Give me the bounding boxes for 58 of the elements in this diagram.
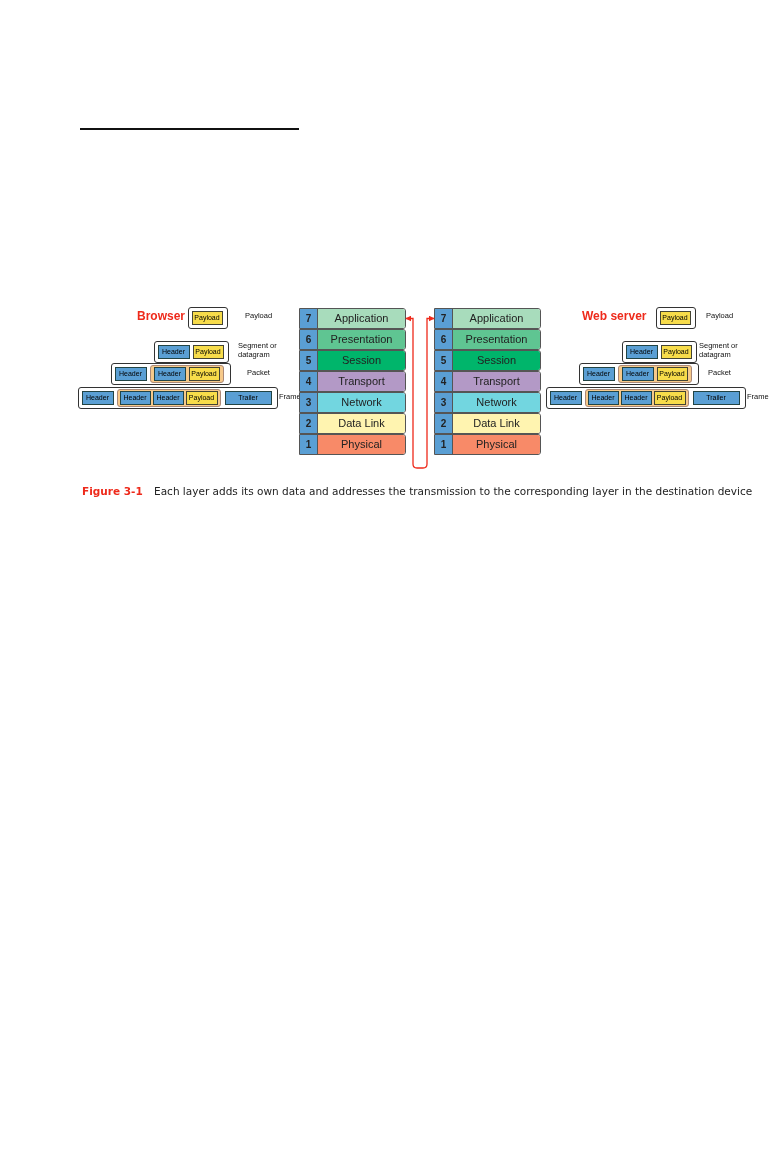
layer-number: 2 xyxy=(435,414,453,433)
encapsulated-data-box xyxy=(617,364,692,383)
device-label: Web server xyxy=(582,309,647,323)
layer-name: Data Link xyxy=(318,414,405,433)
transmission-arrow xyxy=(405,315,435,469)
osi-layer-box xyxy=(434,308,541,329)
layer-name: Application xyxy=(453,309,540,328)
layer-name: Physical xyxy=(318,435,405,454)
osi-layer-box xyxy=(299,371,406,392)
osi-layer-box xyxy=(434,434,541,455)
encapsulation-box xyxy=(656,307,696,329)
layer-number: 6 xyxy=(435,330,453,349)
encapsulation-box xyxy=(154,341,229,363)
layer-number: 6 xyxy=(300,330,318,349)
osi-layer-box xyxy=(299,434,406,455)
layer-number: 3 xyxy=(435,393,453,412)
encapsulation-box xyxy=(622,341,697,363)
layer-number: 3 xyxy=(300,393,318,412)
layer-number: 4 xyxy=(435,372,453,391)
osi-layer-box xyxy=(299,392,406,413)
layer-number: 1 xyxy=(435,435,453,454)
osi-layer-box xyxy=(299,308,406,329)
osi-layer-box xyxy=(434,413,541,434)
layer-name: Data Link xyxy=(453,414,540,433)
encapsulation-box xyxy=(78,387,278,409)
encapsulation-box xyxy=(188,307,228,329)
layer-name: Session xyxy=(318,351,405,370)
layer-name: Session xyxy=(453,351,540,370)
encapsulation-box xyxy=(546,387,746,409)
layer-number: 1 xyxy=(300,435,318,454)
osi-layer-box xyxy=(299,350,406,371)
osi-layer-box xyxy=(299,329,406,350)
layer-number: 5 xyxy=(300,351,318,370)
layer-name: Presentation xyxy=(453,330,540,349)
device-label: Browser xyxy=(137,309,186,323)
encapsulation-box xyxy=(579,363,699,385)
layer-name: Transport xyxy=(318,372,405,391)
osi-layer-box xyxy=(434,329,541,350)
encapsulation-box xyxy=(111,363,231,385)
layer-name: Presentation xyxy=(318,330,405,349)
osi-layer-box xyxy=(299,413,406,434)
figure-caption: Figure 3-1 Each layer adds its own data and addresses the transmission to the corresponding layer in the destination device xyxy=(82,484,754,498)
osi-layer-box xyxy=(434,371,541,392)
layer-number: 2 xyxy=(300,414,318,433)
layer-number: 7 xyxy=(435,309,453,328)
layer-name: Network xyxy=(318,393,405,412)
osi-layer-box xyxy=(434,392,541,413)
layer-name: Network xyxy=(453,393,540,412)
layer-number: 4 xyxy=(300,372,318,391)
encapsulated-data-box xyxy=(116,388,221,407)
layer-number: 7 xyxy=(300,309,318,328)
layer-name: Transport xyxy=(453,372,540,391)
encapsulated-data-box xyxy=(584,388,689,407)
layer-number: 5 xyxy=(435,351,453,370)
encapsulated-data-box xyxy=(149,364,224,383)
layer-name: Physical xyxy=(453,435,540,454)
osi-layer-box xyxy=(434,350,541,371)
layer-name: Application xyxy=(318,309,405,328)
